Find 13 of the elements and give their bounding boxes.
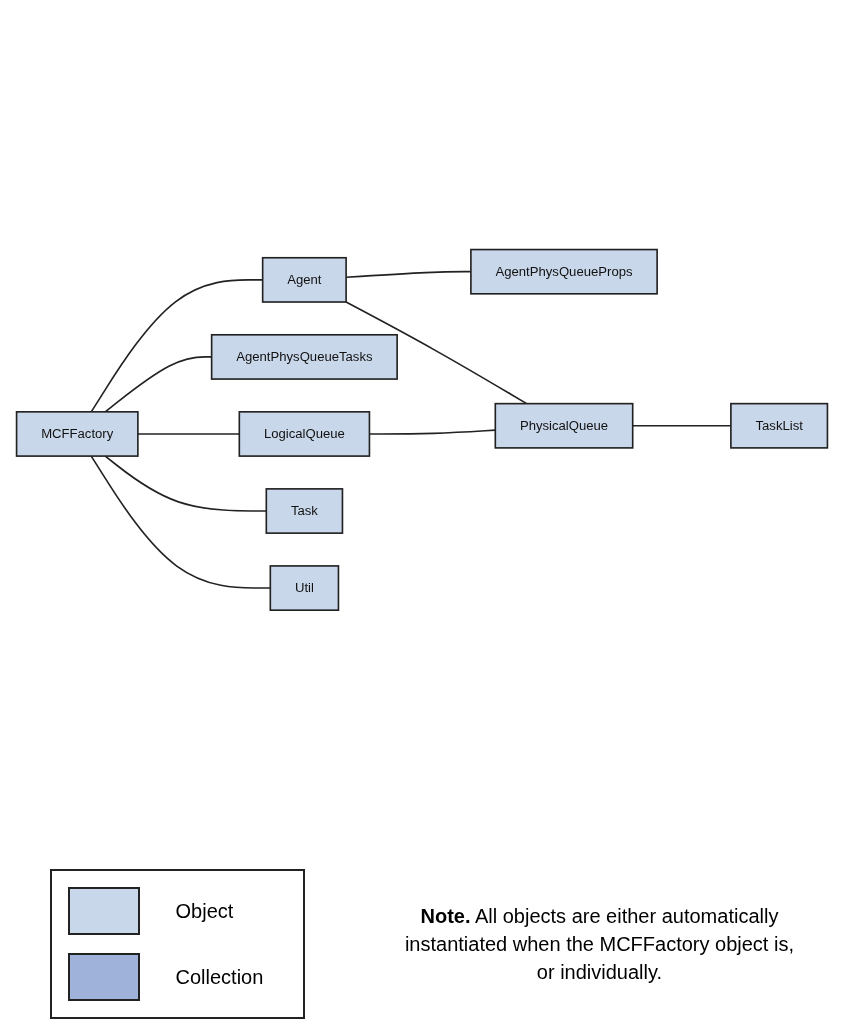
- node-box: TaskList: [730, 402, 829, 449]
- legend-label: Collection: [175, 965, 264, 989]
- legend-label: Object: [175, 899, 234, 923]
- node-box: Agent: [261, 256, 347, 303]
- node-box: AgentPhysQueueProps: [470, 248, 658, 295]
- node-box: Task: [265, 487, 344, 534]
- node-box: Util: [269, 564, 340, 611]
- node-box: MCFFactory: [15, 410, 139, 457]
- note-text: Note. All objects are either automatically instantiated when the MCFFactory object is, or individually.: [404, 904, 795, 985]
- connector: [345, 300, 528, 405]
- node-box: AgentPhysQueueTasks: [210, 333, 398, 380]
- node-box: PhysicalQueue: [494, 402, 634, 449]
- node-box: LogicalQueue: [238, 410, 371, 457]
